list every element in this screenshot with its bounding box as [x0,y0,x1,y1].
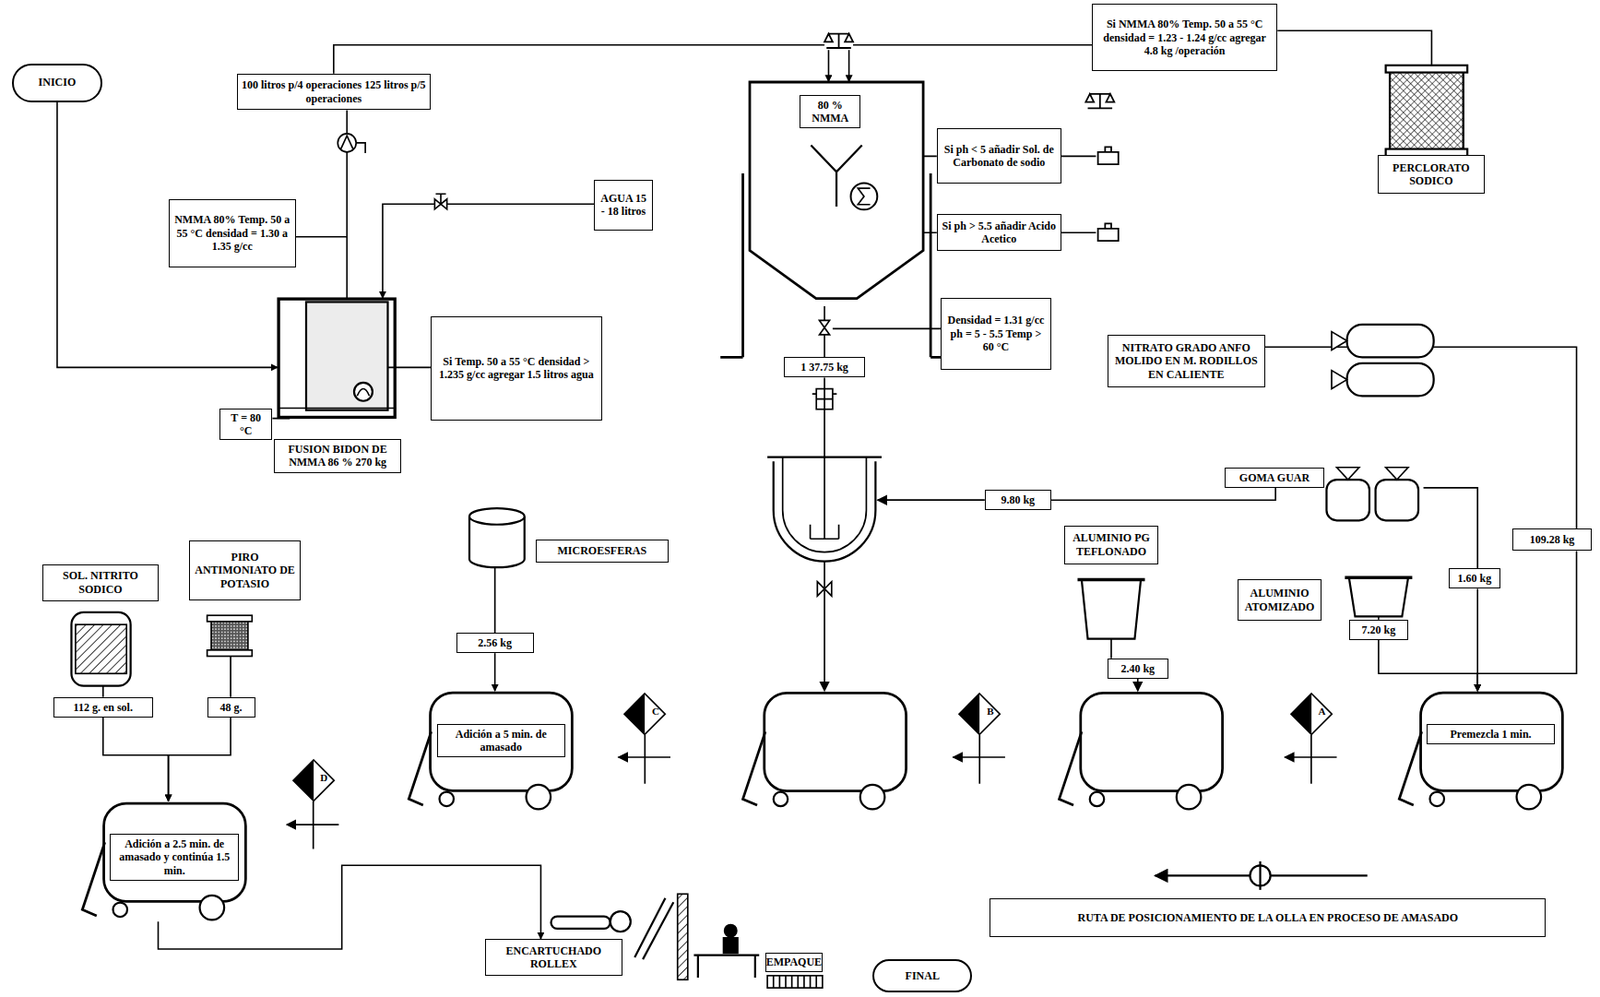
node-text: RUTA DE POSICIONAMIENTO DE LA OLLA EN PR… [1078,911,1459,925]
process-box: Si NMMA 80% Temp. 50 a 55 °C densidad = … [1091,3,1278,72]
node-text: 1.60 kg [1457,571,1493,585]
node-text: FUSION BIDON DE NMMA 86 % 270 kg [273,438,402,474]
node-text: D [315,771,333,784]
node-text: T = 80 °C [224,411,269,439]
process-box: 2.40 kg [1107,658,1169,679]
process-box: EMPAQUE [765,952,823,972]
process-box: 7.20 kg [1349,619,1409,640]
node-text: 112 g. en sol. [73,700,133,714]
flow-connector [1378,640,1478,691]
process-box: 48 g. [207,697,256,718]
node-text: C [647,705,665,718]
process-box: Si Temp. 50 a 55 °C densidad > 1.235 g/c… [430,316,603,421]
process-box: ALUMINIO PG TEFLONADO [1064,525,1159,565]
node-text: 80 % NMMA [799,94,861,130]
melting-tank-outline [277,297,396,419]
node-text: 1 37.75 kg [800,360,849,374]
process-box: RUTA DE POSICIONAMIENTO DE LA OLLA EN PR… [989,898,1546,937]
process-box: 109.28 kg [1512,528,1592,551]
node-text: FINAL [905,969,940,983]
flow-connector [1265,346,1577,529]
node-text: B [981,705,999,718]
node-text: NITRATO GRADO ANFO MOLIDO EN M. RODILLOS… [1112,341,1262,381]
process-box: 9.80 kg [984,489,1052,510]
node-text: Si ph > 5.5 añadir Acido Acetico [941,219,1057,247]
node-text: 2.40 kg [1120,662,1155,676]
node-text: Si NMMA 80% Temp. 50 a 55 °C densidad = … [1096,17,1273,58]
node-text: Adición a 2.5 min. de amasado y continúa… [109,833,238,881]
flow-connector [494,652,497,691]
reactor-vessel: 80 % NMMA [749,82,924,307]
node-text: 109.28 kg [1529,533,1576,546]
process-box: Si ph < 5 añadir Sol. de Carbonato de so… [936,128,1062,184]
node-text: GOMA GUAR [1239,471,1310,485]
process-box: 1 37.75 kg [783,356,866,378]
node-text: ALUMINIO ATOMIZADO [1242,586,1317,614]
flow-connector [849,45,1092,83]
node-text: ENCARTUCHADO ROLLEX [489,944,618,972]
melting-tank: FUSION BIDON DE NMMA 86 % 270 kg [277,297,396,419]
node-text: Adición a 5 min. de amasado [437,723,566,759]
station-marker: C [624,693,665,735]
mixing-cart: Adición a 5 min. de amasado [405,690,577,812]
process-box: AGUA 15 - 18 litros [593,179,653,231]
node-text: NMMA 80% Temp. 50 a 55 °C densidad = 1.3… [173,213,292,253]
flow-connector [382,203,594,298]
process-box: GOMA GUAR [1224,467,1325,488]
mixing-cart: Adición a 2.5 min. de amasado y continúa… [79,801,250,923]
process-box: 112 g. en sol. [53,697,154,718]
process-box: NITRATO GRADO ANFO MOLIDO EN M. RODILLOS… [1107,334,1267,389]
node-text: Si Temp. 50 a 55 °C densidad > 1.235 g/c… [435,355,598,382]
node-text: Si ph < 5 añadir Sol. de Carbonato de so… [941,142,1057,170]
mixing-cart-outline [1396,690,1565,812]
process-box: PERCLORATO SODICO [1377,154,1485,194]
process-box: 100 litros p/4 operaciones 125 litros p/… [237,73,431,111]
node-text: Premezcla 1 min. [1426,723,1555,745]
process-box: MICROESFERAS [535,539,669,562]
process-box: ENCARTUCHADO ROLLEX [485,938,623,976]
mixing-cart: Premezcla 1 min. [1396,690,1565,812]
node-text: MICROESFERAS [557,544,647,558]
process-box: ALUMINIO ATOMIZADO [1237,579,1322,620]
node-text: AGUA 15 - 18 litros [598,191,649,219]
station-marker: D [293,759,334,801]
node-text: 100 litros p/4 operaciones 125 litros p/… [241,78,427,106]
node-text: Densidad = 1.31 g/cc ph = 5 - 5.5 Temp >… [945,313,1047,354]
station-marker: A [1291,693,1332,735]
empty-cart [743,692,907,809]
process-box: T = 80 °C [219,408,273,441]
terminal-pill: FINAL [872,959,972,992]
terminal-pill: INICIO [11,63,102,103]
node-text: 9.80 kg [1000,493,1035,507]
node-text: ALUMINIO PG TEFLONADO [1068,531,1154,558]
node-text: A [1313,705,1331,718]
process-box: SOL. NITRITO SODICO [42,564,158,602]
station-marker-outline [959,693,1000,735]
process-box: Si ph > 5.5 añadir Acido Acetico [936,213,1062,251]
station-marker: B [959,693,1000,735]
node-text: EMPAQUE [766,955,822,969]
flow-connector [168,717,231,802]
node-text: 2.56 kg [477,636,512,650]
flow-connector [1051,487,1276,500]
node-text: 7.20 kg [1362,623,1397,637]
process-box: NMMA 80% Temp. 50 a 55 °C densidad = 1.3… [168,199,297,268]
process-box: PIRO ANTIMONIATO DE POTASIO [189,540,302,600]
flow-connector [103,717,169,802]
process-box: Densidad = 1.31 g/cc ph = 5 - 5.5 Temp >… [940,297,1052,369]
empty-cart [1059,692,1223,809]
node-text: PERCLORATO SODICO [1382,161,1481,189]
node-text: SOL. NITRITO SODICO [47,568,154,596]
node-text: PIRO ANTIMONIATO DE POTASIO [193,550,297,591]
node-text: INICIO [38,75,77,89]
process-box: 1.60 kg [1448,568,1500,589]
node-text: 48 g. [220,700,243,714]
process-box: 2.56 kg [456,632,534,653]
